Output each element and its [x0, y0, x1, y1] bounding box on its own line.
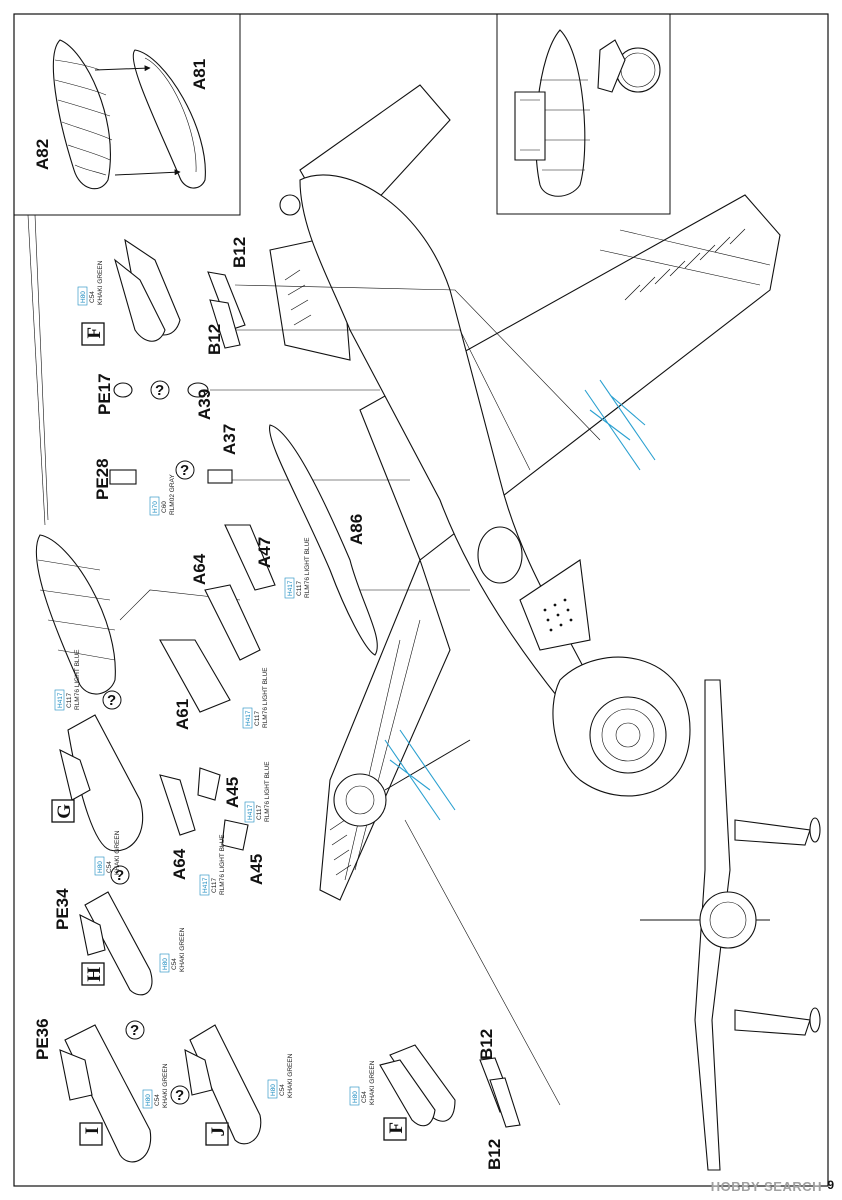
part-f-bottom-bombs — [379, 1044, 456, 1127]
part-j-bomb — [184, 1024, 262, 1145]
paint-khaki-h-fbot: H80 — [352, 1091, 359, 1103]
part-a64-bottom-shape — [159, 774, 196, 836]
optional-mark-5: ? — [130, 1022, 139, 1039]
label-a37: A37 — [220, 424, 239, 455]
label-b12-bottom1: B12 — [477, 1029, 496, 1060]
part-a37-shape — [207, 469, 233, 484]
watermark: HOBBY SEARCH — [710, 1179, 822, 1194]
page-number: 9 — [827, 1178, 834, 1192]
label-a82: A82 — [33, 139, 52, 170]
optional-mark-3: ? — [107, 692, 116, 709]
paint-blue-h-tank: H417 — [57, 692, 64, 708]
part-pe17-shape — [113, 382, 133, 398]
paint-blue-name-a47: RLM76 LIGHT BLUE — [304, 537, 311, 598]
paint-khaki-h-top: H80 — [80, 291, 87, 303]
paint-blue-name-a45: RLM76 LIGHT BLUE — [264, 761, 271, 822]
page-frame — [13, 13, 829, 1187]
paint-khaki-h-g: H80 — [97, 861, 104, 873]
part-b12-bottom2-shape — [489, 1077, 521, 1128]
paint-khaki-h-i: H80 — [145, 1094, 152, 1106]
part-b12-mid-shape — [209, 299, 241, 349]
part-a64-top-shape — [204, 584, 261, 661]
label-pe36: PE36 — [33, 1018, 52, 1060]
label-pe17: PE17 — [95, 373, 114, 415]
label-b12-top: B12 — [230, 237, 249, 268]
variant-f-top: F — [84, 327, 105, 339]
paint-khaki-c-top: C54 — [89, 291, 96, 303]
optional-mark-6: ? — [175, 1087, 184, 1104]
paint-blue-h-a47: H417 — [287, 580, 294, 596]
paint-khaki-h-h: H80 — [162, 958, 169, 970]
paint-khaki-c-j: C54 — [279, 1084, 286, 1096]
part-f-top-bombs — [113, 238, 181, 342]
paint-khaki-c-fbot: C54 — [361, 1091, 368, 1103]
variant-boxes: F G H I J F — [51, 322, 407, 1146]
label-a86: A86 — [347, 514, 366, 545]
aircraft-main-view — [119, 84, 781, 1106]
variant-h: H — [84, 967, 105, 982]
paint-blue-c-a45: C117 — [256, 805, 263, 820]
optional-mark-2: ? — [180, 462, 189, 479]
part-g-bomb — [59, 714, 144, 852]
inset-drop-tank — [14, 14, 241, 526]
aircraft-front-view — [640, 679, 821, 1171]
paint-khaki-c-g: C54 — [106, 861, 113, 873]
part-pe28-shape — [109, 469, 137, 485]
label-a64-top: A64 — [190, 553, 209, 585]
label-b12-mid: B12 — [205, 324, 224, 355]
part-drop-tank-left — [35, 534, 116, 695]
paint-callouts: H80 C54 KHAKI GREEN H70 C60 RLM02 GRAY H… — [54, 260, 376, 1109]
part-i-bomb — [59, 1024, 152, 1163]
part-a86-shape — [268, 424, 378, 656]
paint-blue-h-a45: H417 — [247, 804, 254, 820]
paint-khaki-name-top: KHAKI GREEN — [97, 260, 104, 305]
paint-gray-name: RLM02 GRAY — [169, 474, 176, 515]
paint-blue-h-a61: H417 — [245, 710, 252, 726]
part-a47-shape — [224, 524, 276, 591]
paint-khaki-name-h: KHAKI GREEN — [179, 927, 186, 972]
label-a45-bottom: A45 — [247, 854, 266, 885]
paint-blue-name-a64: RLM76 LIGHT BLUE — [219, 834, 226, 895]
paint-blue-name-tank: RLM76 LIGHT BLUE — [74, 649, 81, 710]
paint-khaki-name-fbot: KHAKI GREEN — [369, 1060, 376, 1105]
part-a61-shape — [159, 639, 231, 713]
paint-blue-h-a64: H417 — [202, 877, 209, 893]
paint-blue-name-a61: RLM76 LIGHT BLUE — [262, 667, 269, 728]
part-a45-bottom-shape — [221, 819, 249, 851]
paint-khaki-name-j: KHAKI GREEN — [287, 1053, 294, 1098]
label-b12-bottom2: B12 — [485, 1139, 504, 1170]
paint-khaki-name-g: KHAKI GREEN — [114, 830, 121, 875]
optional-markers: ? ? ? ? ? ? — [102, 380, 195, 1105]
label-a39: A39 — [195, 389, 214, 420]
paint-blue-c-a64: C117 — [211, 878, 218, 893]
part-labels: A82 A81 B12 B12 PE17 A39 PE28 A37 A86 A6… — [33, 59, 504, 1170]
paint-khaki-c-i: C54 — [154, 1094, 161, 1106]
label-a81: A81 — [190, 59, 209, 90]
optional-mark-4: ? — [115, 867, 124, 884]
label-pe28: PE28 — [93, 458, 112, 500]
paint-khaki-h-j: H80 — [270, 1084, 277, 1096]
paint-blue-c-tank: C117 — [66, 693, 73, 708]
variant-j: J — [208, 1127, 229, 1137]
label-a61: A61 — [173, 699, 192, 730]
part-h-bomb — [79, 891, 153, 996]
paint-blue-c-a61: C117 — [254, 711, 261, 726]
paint-khaki-name-i: KHAKI GREEN — [162, 1063, 169, 1108]
variant-i: I — [82, 1127, 103, 1134]
part-a39-shape — [187, 382, 209, 398]
label-pe34: PE34 — [53, 888, 72, 930]
paint-gray-h: H70 — [152, 501, 159, 513]
variant-g: G — [54, 804, 75, 819]
label-a47: A47 — [255, 537, 274, 568]
optional-mark-1: ? — [155, 382, 164, 399]
inset-tank-mount — [496, 14, 671, 215]
paint-blue-c-a47: C117 — [296, 581, 303, 596]
variant-f-bottom: F — [386, 1122, 407, 1134]
label-a45-top: A45 — [223, 777, 242, 808]
paint-khaki-c-h: C54 — [171, 958, 178, 970]
paint-gray-c: C60 — [161, 501, 168, 513]
part-a45-top-shape — [197, 767, 221, 801]
label-a64-bottom: A64 — [170, 848, 189, 880]
